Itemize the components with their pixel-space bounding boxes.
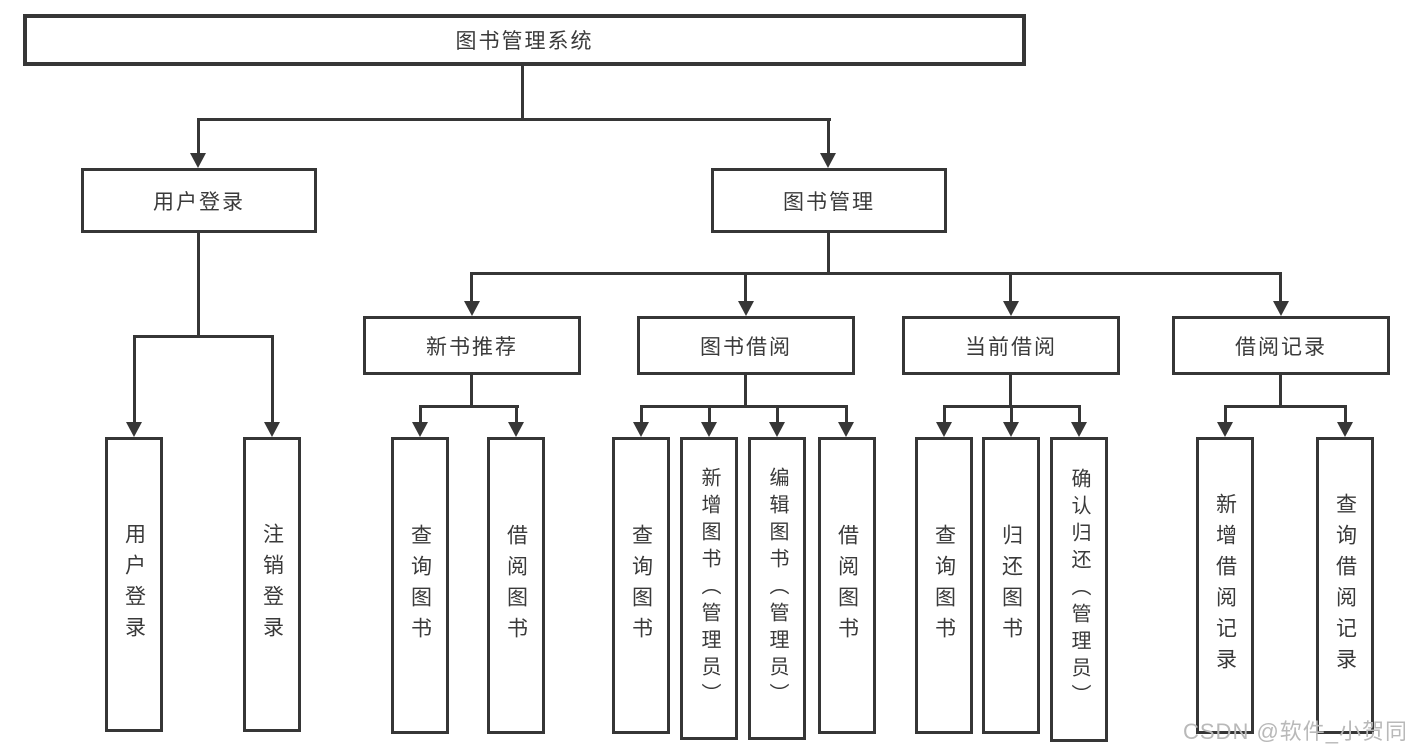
node-library-management-system: 图书管理系统 xyxy=(23,14,1026,66)
connector-line xyxy=(470,272,473,301)
leaf-label: 注销登录 xyxy=(260,522,284,647)
connector-line xyxy=(708,405,711,422)
arrow-down-icon xyxy=(412,422,428,437)
connector-line xyxy=(521,66,524,118)
connector-line xyxy=(197,118,200,153)
node-label: 图书管理系统 xyxy=(455,30,594,53)
leaf-return-books: 归还图书 xyxy=(982,437,1040,734)
connector-line xyxy=(827,118,830,153)
leaf-label: 新增图书（管理员） xyxy=(698,467,720,710)
connector-line xyxy=(133,335,274,338)
leaf-label: 编辑图书（管理员） xyxy=(766,467,788,710)
arrow-down-icon xyxy=(936,422,952,437)
connector-line xyxy=(133,335,136,422)
connector-line xyxy=(515,405,518,422)
node-new-book-recommendation: 新书推荐 xyxy=(363,316,581,375)
connector-line xyxy=(827,233,830,272)
leaf-logout: 注销登录 xyxy=(243,437,301,732)
connector-line xyxy=(776,405,779,422)
arrow-down-icon xyxy=(1273,301,1289,316)
arrow-down-icon xyxy=(1071,422,1087,437)
leaf-label: 查询借阅记录 xyxy=(1333,492,1357,679)
connector-line xyxy=(640,405,643,422)
node-book-borrowing: 图书借阅 xyxy=(637,316,855,375)
node-label: 用户登录 xyxy=(153,190,245,214)
connector-line xyxy=(419,405,422,422)
node-label: 借阅记录 xyxy=(1235,335,1327,359)
leaf-borrow-books-borrowing: 借阅图书 xyxy=(818,437,876,734)
connector-line xyxy=(943,405,946,422)
connector-line xyxy=(744,375,747,406)
node-label: 图书借阅 xyxy=(700,335,792,359)
connector-line xyxy=(845,405,848,422)
connector-line xyxy=(1344,405,1347,422)
connector-line xyxy=(197,233,200,335)
leaf-query-books-current: 查询图书 xyxy=(915,437,973,734)
connector-line xyxy=(419,405,519,408)
node-current-borrowing: 当前借阅 xyxy=(902,316,1120,375)
leaf-add-borrow-record: 新增借阅记录 xyxy=(1196,437,1254,734)
leaf-label: 借阅图书 xyxy=(504,523,528,648)
arrow-down-icon xyxy=(1003,301,1019,316)
arrow-down-icon xyxy=(738,301,754,316)
leaf-label: 归还图书 xyxy=(999,523,1023,648)
leaf-confirm-return-admin: 确认归还（管理员） xyxy=(1050,437,1108,742)
arrow-down-icon xyxy=(464,301,480,316)
connector-line xyxy=(271,335,274,422)
leaf-label: 确认归还（管理员） xyxy=(1068,468,1090,711)
arrow-down-icon xyxy=(1337,422,1353,437)
connector-line xyxy=(1009,375,1012,406)
leaf-query-borrow-record: 查询借阅记录 xyxy=(1316,437,1374,734)
leaf-label: 用户登录 xyxy=(122,522,146,647)
arrow-down-icon xyxy=(190,153,206,168)
connector-line xyxy=(1009,272,1012,301)
node-label: 当前借阅 xyxy=(965,335,1057,359)
connector-line xyxy=(744,272,747,301)
arrow-down-icon xyxy=(633,422,649,437)
leaf-label: 新增借阅记录 xyxy=(1213,492,1237,679)
connector-line xyxy=(1224,405,1227,422)
connector-line xyxy=(1279,375,1282,406)
connector-line xyxy=(470,272,1282,275)
node-label: 新书推荐 xyxy=(426,335,518,359)
connector-line xyxy=(1279,272,1282,301)
leaf-query-books-borrowing: 查询图书 xyxy=(612,437,670,734)
arrow-down-icon xyxy=(838,422,854,437)
arrow-down-icon xyxy=(701,422,717,437)
leaf-label: 查询图书 xyxy=(408,523,432,648)
connector-line xyxy=(640,405,848,408)
connector-line xyxy=(197,118,831,121)
leaf-label: 查询图书 xyxy=(629,523,653,648)
connector-line xyxy=(1010,405,1013,422)
arrow-down-icon xyxy=(126,422,142,437)
node-book-management: 图书管理 xyxy=(711,168,947,233)
arrow-down-icon xyxy=(769,422,785,437)
arrow-down-icon xyxy=(1003,422,1019,437)
leaf-label: 借阅图书 xyxy=(835,523,859,648)
arrow-down-icon xyxy=(1217,422,1233,437)
leaf-user-login: 用户登录 xyxy=(105,437,163,732)
arrow-down-icon xyxy=(508,422,524,437)
connector-line xyxy=(470,375,473,406)
node-borrowing-records: 借阅记录 xyxy=(1172,316,1390,375)
connector-line xyxy=(1224,405,1347,408)
connector-line xyxy=(1078,405,1081,422)
node-label: 图书管理 xyxy=(783,190,875,214)
leaf-label: 查询图书 xyxy=(932,523,956,648)
watermark: CSDN @软件_小贺同学 xyxy=(1183,719,1405,744)
leaf-borrow-books-recommend: 借阅图书 xyxy=(487,437,545,734)
arrow-down-icon xyxy=(264,422,280,437)
leaf-query-books-recommend: 查询图书 xyxy=(391,437,449,734)
arrow-down-icon xyxy=(820,153,836,168)
node-user-login: 用户登录 xyxy=(81,168,317,233)
leaf-edit-book-admin: 编辑图书（管理员） xyxy=(748,437,806,740)
leaf-add-book-admin: 新增图书（管理员） xyxy=(680,437,738,740)
